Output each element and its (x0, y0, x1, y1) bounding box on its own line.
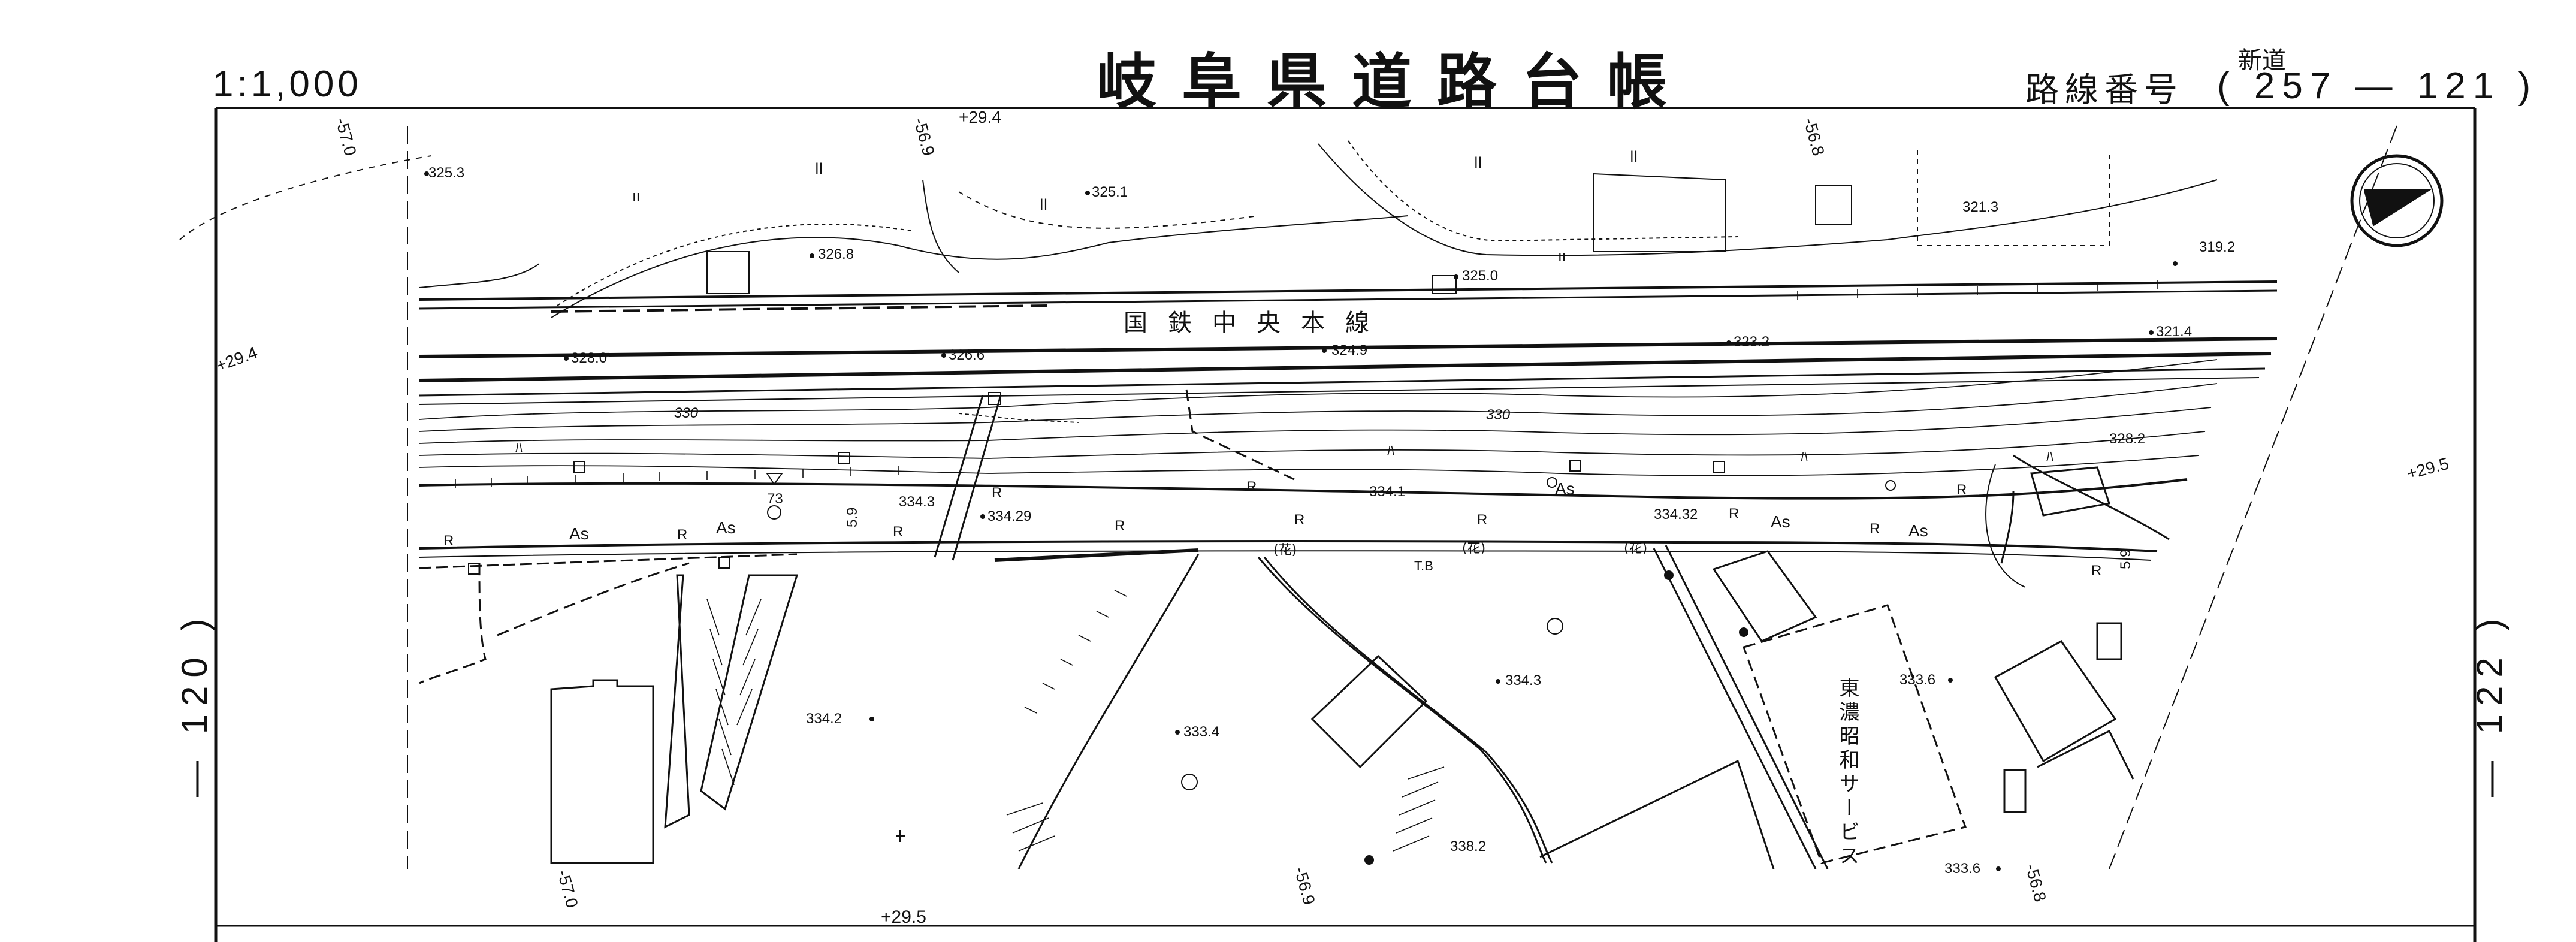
map-scale: 1:1,000 (213, 64, 362, 105)
retaining-label: R (1246, 479, 1257, 495)
slope-symbol: ﾊ (515, 439, 523, 456)
elevation-label: 328.0 (571, 350, 607, 366)
grid-label: +29.4 (959, 108, 1001, 126)
north-arrow-icon (2350, 154, 2444, 247)
retaining-label: R (677, 527, 687, 543)
railway-tracks (419, 280, 2278, 405)
retaining-label: R (1870, 521, 1880, 537)
slope-symbol: ﾊ (1801, 448, 1808, 465)
retaining-label: R (2091, 563, 2101, 579)
route-kind: 新道 (2238, 47, 2286, 74)
elevation-label: 326.8 (818, 246, 854, 262)
road-surface-label: As (1555, 479, 1575, 498)
road-surface-label: As (716, 518, 736, 537)
side-roads (419, 389, 2170, 869)
retaining-label: R (1115, 518, 1125, 534)
facility-name: 東濃昭和サービス (1835, 677, 1859, 869)
road-surface-label: As (1908, 521, 1928, 540)
flower-bed-label: (花) (1462, 541, 1485, 556)
elevation-label: 319.2 (2199, 239, 2235, 255)
grid-label: +29.4 (213, 343, 259, 375)
elevation-label: 333.4 (1183, 724, 1219, 740)
telephone-box-label: T.B (1414, 558, 1433, 573)
elevation-label: 325.3 (428, 165, 464, 181)
road-furniture (468, 392, 1896, 865)
slope-symbol: ﾊ (1387, 442, 1394, 459)
flower-bed-label: (花) (1624, 541, 1647, 556)
contour-label: 330 (1486, 407, 1511, 423)
grid-label: +29.5 (2405, 454, 2451, 483)
elevation-label: 334.3 (1505, 672, 1541, 689)
elevation-label: 334.32 (1654, 506, 1698, 523)
elevation-label: 326.6 (949, 347, 985, 363)
elevation-label: 333.6 (1899, 672, 1935, 688)
map-frame (214, 107, 2477, 942)
flower-bed-label: (花) (1273, 543, 1297, 558)
contour-label: 330 (674, 405, 699, 421)
map-labels: 325.3 325.1 326.8 325.0 321.3 319.2 328.… (213, 108, 2451, 927)
grid-label: +29.5 (881, 907, 926, 927)
elevation-label: 334.29 (987, 508, 1031, 524)
contour-lines (419, 359, 2218, 476)
grid-label: -56.8 (2022, 862, 2049, 904)
orchard-symbol: ıı (632, 188, 640, 204)
grid-label: -57.0 (554, 868, 581, 910)
elevation-label: 321.3 (1962, 199, 1998, 215)
retaining-label: R (1956, 482, 1967, 498)
field-symbol: ll (1474, 155, 1482, 171)
route-number-label: 路線番号 (2025, 71, 2184, 110)
elevation-label: 325.0 (1462, 268, 1498, 284)
elevation-label: 321.4 (2156, 324, 2192, 340)
retaining-label: R (443, 533, 454, 549)
retaining-label: R (1729, 506, 1739, 522)
orchard-symbol: ıı (1558, 247, 1566, 264)
retaining-label: R (893, 524, 903, 540)
retaining-label: R (992, 485, 1002, 501)
road-width-right: 5.9 (2118, 550, 2134, 569)
road-surface-label: As (569, 524, 589, 543)
road-surface-label: As (1771, 512, 1790, 531)
elevation-label: 334.1 (1369, 484, 1405, 500)
grid-label: -56.9 (910, 116, 938, 158)
slope-ticks (455, 280, 2158, 714)
grid-label: -57.0 (332, 116, 360, 158)
elevation-label: 328.2 (2109, 431, 2145, 447)
elevation-label: 338.2 (1450, 838, 1486, 855)
elevation-label: 333.6 (1944, 861, 1980, 877)
railway-name: 国鉄中央本線 (1124, 309, 1390, 337)
field-symbol: ll (1630, 149, 1638, 165)
grid-label: -56.9 (1291, 865, 1318, 907)
slope-symbol: ﾊ (2046, 448, 2053, 465)
route-number: ( 257 — 121 ) (2217, 65, 2538, 107)
field-symbol: ll (815, 161, 823, 177)
northern-terrain (179, 140, 2218, 318)
main-road (419, 478, 2188, 569)
field-symbol: ll (1040, 197, 1047, 213)
elevation-points (424, 171, 2178, 871)
grid-label: -56.8 (1800, 116, 1828, 158)
elevation-label: 324.9 (1331, 342, 1367, 358)
elevation-label: 325.1 (1092, 184, 1128, 200)
road-width: 5.9 (844, 508, 860, 527)
elevation-label: 334.3 (899, 494, 935, 510)
embankment-hatching (706, 599, 1445, 852)
elevation-label: 334.2 (806, 711, 842, 727)
elevation-label: 323.2 (1734, 334, 1769, 350)
retaining-label: R (1294, 512, 1304, 528)
retaining-label: R (1477, 512, 1487, 528)
page-title: 岐阜県道路台帳 (1097, 49, 1692, 116)
buildings (550, 466, 2134, 869)
station-number: 73 (767, 491, 783, 507)
